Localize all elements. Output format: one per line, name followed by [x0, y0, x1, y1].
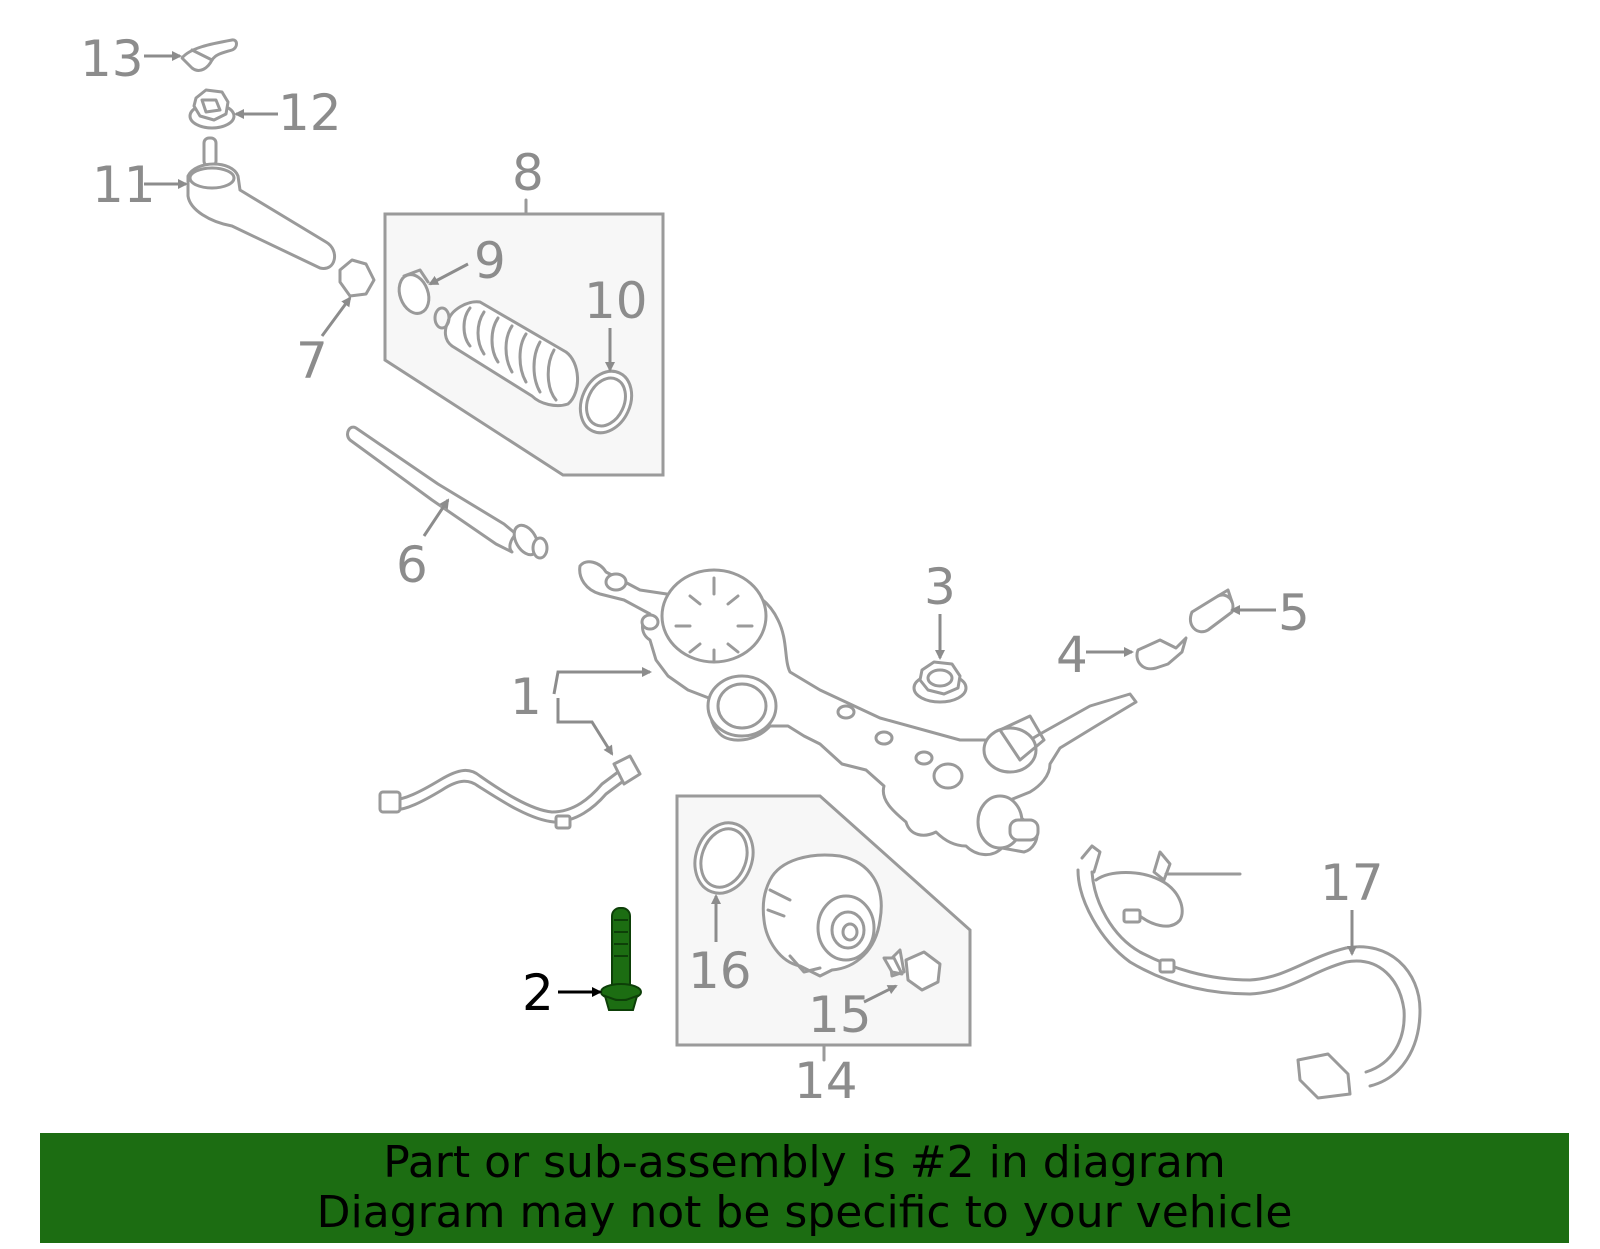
ring-clamp-part-10[interactable]	[571, 363, 642, 441]
callout-9: 9	[474, 232, 506, 290]
callout-11: 11	[92, 156, 156, 214]
bolt-part-2-highlighted[interactable]	[600, 907, 642, 1011]
cap-part-5[interactable]	[1189, 588, 1235, 634]
o-ring-part-16[interactable]	[685, 815, 762, 902]
sensor-plug-part-4[interactable]	[1135, 636, 1188, 671]
rack-harness-part-1[interactable]	[378, 754, 642, 830]
boot-clamp-part-9[interactable]	[394, 268, 434, 318]
assist-motor[interactable]	[761, 853, 883, 978]
callout-12: 12	[278, 84, 342, 142]
callout-6: 6	[396, 536, 428, 594]
callout-15: 15	[808, 986, 872, 1044]
banner-line-2: Diagram may not be specific to your vehi…	[316, 1187, 1293, 1238]
bolt-part-15[interactable]	[882, 948, 942, 992]
banner-line-1: Part or sub-assembly is #2 in diagram	[383, 1137, 1226, 1188]
callout-7: 7	[296, 332, 328, 390]
nut-part-3[interactable]	[912, 660, 968, 704]
tie-rod-end-part-11[interactable]	[186, 136, 336, 270]
inner-tie-rod-part-6[interactable]	[346, 425, 549, 560]
bellows-boot[interactable]	[433, 300, 580, 408]
steering-gear-part-1[interactable]	[578, 560, 1138, 856]
callout-8: 8	[512, 144, 544, 202]
jam-nut-part-7[interactable]	[338, 258, 376, 298]
callout-16: 16	[688, 942, 752, 1000]
callout-4: 4	[1056, 626, 1088, 684]
callout-17: 17	[1320, 854, 1384, 912]
callout-14: 14	[794, 1052, 858, 1110]
clip-part-13[interactable]	[180, 38, 238, 72]
callout-13: 13	[80, 30, 144, 88]
callout-10: 10	[584, 272, 648, 330]
callout-2-highlighted: 2	[522, 964, 554, 1022]
callout-3: 3	[924, 558, 956, 616]
callout-5: 5	[1278, 584, 1310, 642]
callout-1: 1	[510, 668, 542, 726]
info-banner: Part or sub-assembly is #2 in diagram Di…	[40, 1133, 1569, 1243]
nut-part-12[interactable]	[188, 88, 236, 130]
harness-part-17[interactable]	[1076, 844, 1422, 1100]
